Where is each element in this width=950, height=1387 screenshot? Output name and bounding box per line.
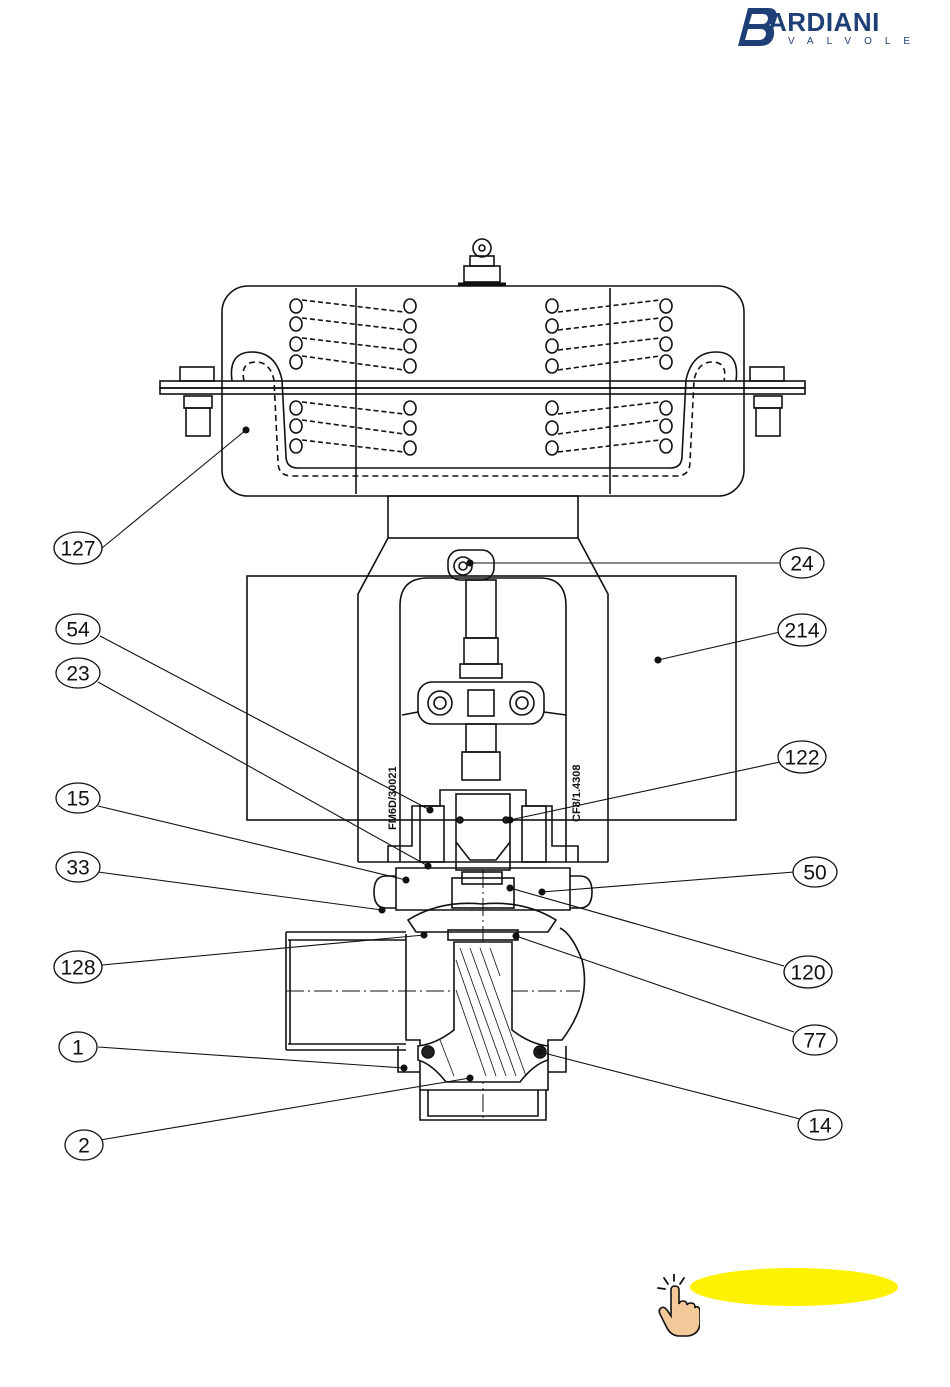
leader-214 xyxy=(658,632,780,660)
bonnet xyxy=(388,790,578,870)
plug-stem xyxy=(418,942,548,1082)
callout-1: 1 xyxy=(72,1037,84,1060)
callout-122: 122 xyxy=(784,747,819,770)
leader-77 xyxy=(516,936,794,1032)
leader-50 xyxy=(542,872,794,892)
stem-coupling xyxy=(402,550,566,780)
actuator-housing xyxy=(160,286,805,496)
callout-15: 15 xyxy=(66,788,89,811)
click-hand-icon xyxy=(654,1274,700,1338)
springs-left xyxy=(290,299,416,455)
guard-plate xyxy=(247,576,736,820)
callout-50: 50 xyxy=(803,862,826,885)
flange-bolts xyxy=(180,367,784,436)
callout-33: 33 xyxy=(66,857,89,880)
callout-23: 23 xyxy=(66,663,89,686)
leader-23 xyxy=(98,682,428,866)
stamp-left: FM6D/30021 xyxy=(387,766,399,830)
springs-right xyxy=(546,299,672,455)
callout-214: 214 xyxy=(784,620,819,643)
callout-77: 77 xyxy=(803,1030,826,1053)
link-button[interactable] xyxy=(690,1268,898,1306)
callout-120: 120 xyxy=(790,962,825,985)
top-fitting xyxy=(458,239,506,284)
leader-14 xyxy=(540,1052,804,1120)
callout-128: 128 xyxy=(60,957,95,980)
leader-127 xyxy=(102,430,246,548)
leader-122 xyxy=(510,762,780,820)
leader-128 xyxy=(102,935,424,965)
leader-15 xyxy=(98,806,406,880)
callout-127: 127 xyxy=(60,538,95,561)
callout-2: 2 xyxy=(78,1135,90,1158)
callout-24: 24 xyxy=(790,553,814,576)
callout-14: 14 xyxy=(808,1115,832,1138)
callout-54: 54 xyxy=(66,619,90,642)
leader-54 xyxy=(100,636,430,810)
stamp-right: CF8/1.4308 xyxy=(571,765,583,822)
leader-33 xyxy=(98,872,382,910)
leader-2 xyxy=(100,1078,470,1140)
